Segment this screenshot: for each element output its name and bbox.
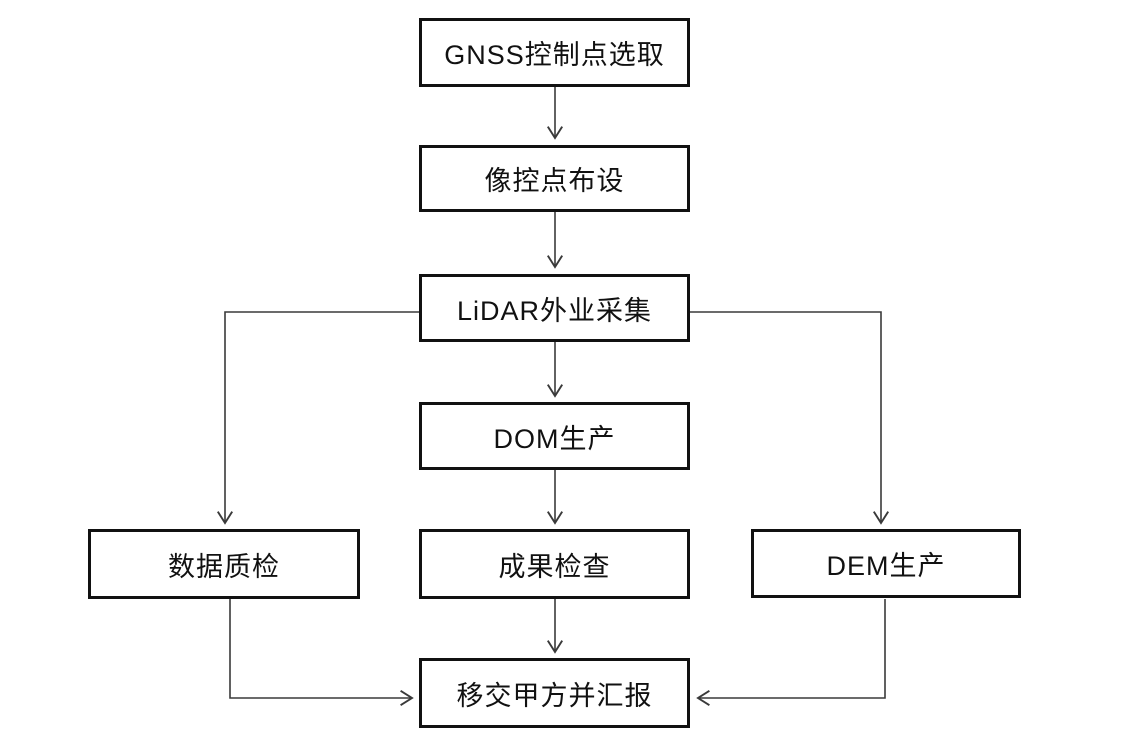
node-dom-production: DOM生产	[419, 402, 690, 470]
connector-dataqc-to-handover	[229, 599, 414, 707]
node-gnss-control-point-selection: GNSS控制点选取	[419, 18, 690, 87]
connector-dem-to-handover	[696, 599, 886, 707]
node-data-quality-check: 数据质检	[88, 529, 360, 599]
node-dem-production: DEM生产	[751, 529, 1021, 598]
node-handover-and-report: 移交甲方并汇报	[419, 658, 690, 728]
connector-lidar-to-dataqc	[216, 311, 419, 525]
node-result-inspection: 成果检查	[419, 529, 690, 599]
node-lidar-field-collection: LiDAR外业采集	[419, 274, 690, 342]
node-image-control-point-layout: 像控点布设	[419, 145, 690, 212]
connector-lidar-to-dem	[690, 311, 890, 525]
